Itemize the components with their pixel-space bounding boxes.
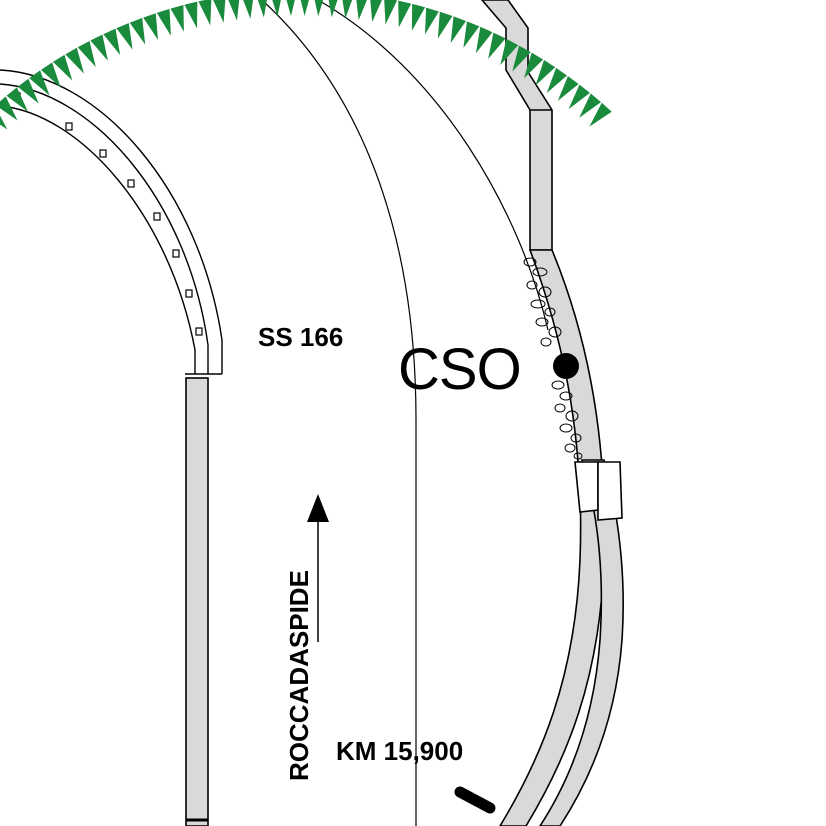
embankment-tooth — [53, 54, 73, 81]
embankment-tooth — [170, 5, 184, 32]
guard-posts — [13, 92, 203, 336]
embankment-tooth — [535, 60, 556, 86]
embankment-tooth — [411, 3, 426, 31]
road-edge-line-1 — [261, 0, 417, 826]
embankment-tooth — [398, 0, 412, 28]
km-marker-post-icon — [454, 786, 496, 814]
embankment-tooth — [41, 62, 61, 88]
embankment-tooth — [342, 0, 353, 19]
embankment-tooth — [116, 23, 133, 50]
embankment-tooth — [257, 0, 267, 18]
embankment-tooth — [300, 0, 309, 16]
embankment-tooth — [17, 78, 39, 104]
embankment-tooth — [228, 0, 240, 21]
left-road-curve — [0, 69, 223, 375]
rockfill-area — [523, 257, 583, 460]
embankment-tooth — [589, 102, 612, 127]
embankment-tooth — [143, 13, 158, 40]
embankment-tooth — [463, 21, 480, 48]
direction-label-wrap: ROCCADASPIDE — [266, 532, 314, 794]
embankment-tooth — [90, 34, 108, 61]
arrow-up-icon — [307, 494, 329, 642]
direction-label: ROCCADASPIDE — [284, 570, 314, 781]
embankment-tooth — [512, 45, 531, 72]
embankment-tooth — [29, 70, 50, 96]
embankment-tooth — [184, 1, 198, 29]
embankment-tooth — [488, 32, 506, 59]
embankment-tooth — [370, 0, 382, 22]
embankment-tooth — [156, 8, 171, 36]
left-lane-strip — [185, 377, 209, 826]
embankment-tooth — [450, 16, 466, 43]
embankment-tooth — [524, 52, 544, 79]
embankment-tooth — [129, 17, 146, 45]
embankment-tooth — [579, 93, 601, 118]
embankment-tooth — [557, 76, 579, 101]
road-edge-line-2 — [317, 0, 549, 331]
embankment-tooth — [0, 96, 18, 121]
road-name-label: SS 166 — [258, 322, 344, 352]
embankment-tooth — [198, 0, 212, 26]
embankment-tooth — [286, 0, 295, 17]
embankment-tooth — [77, 41, 96, 67]
embankment-tooth — [356, 0, 367, 20]
embankment-tooth — [6, 87, 28, 112]
embankment-tooth — [314, 0, 324, 17]
station-marker-icon — [553, 353, 579, 379]
right-road-lanes — [499, 249, 624, 826]
embankment-tooth — [213, 0, 226, 23]
embankment-tooth — [65, 47, 84, 74]
embankment-tooth — [500, 38, 519, 65]
station-label: CSO — [398, 337, 522, 402]
embankment-tooth — [384, 0, 398, 25]
embankment-tooth — [328, 0, 338, 18]
embankment-tooth — [272, 0, 281, 17]
embankment-tooth — [437, 11, 453, 39]
embankment-tooth — [475, 26, 493, 54]
embankment-triangle-teeth — [0, 0, 612, 130]
kilometer-label: KM 15,900 — [336, 736, 464, 766]
embankment-tooth — [0, 115, 8, 130]
embankment-tooth — [103, 28, 121, 55]
embankment-tooth — [568, 84, 590, 110]
embankment-tooth — [546, 67, 567, 93]
embankment-tooth — [425, 7, 439, 35]
embankment-tooth — [243, 0, 254, 19]
